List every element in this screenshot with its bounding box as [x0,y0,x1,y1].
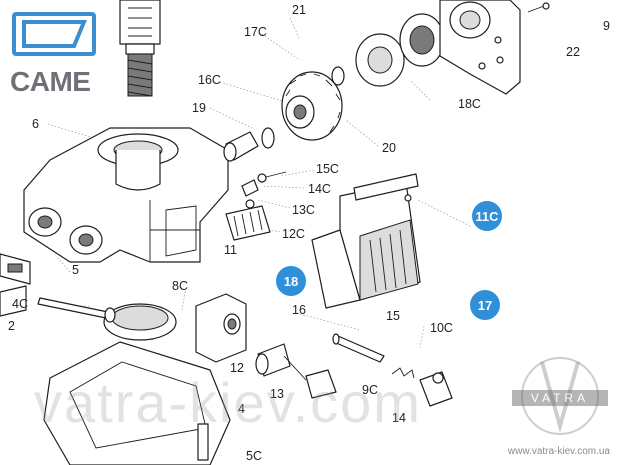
label-9: 9 [603,19,610,33]
label-5: 5 [72,263,79,277]
bushing [223,127,275,162]
label-16c: 16C [198,73,221,87]
label-19: 19 [192,101,206,115]
label-17c: 17C [244,25,267,39]
label-16: 16 [292,303,306,317]
watermark-text: vatra-kiev.com [34,371,422,434]
label-2: 2 [8,319,15,333]
label-13: 13 [270,387,284,401]
label-12: 12 [230,361,244,375]
bottom-cover [43,341,231,465]
vatra-brand: VATRA [512,390,608,406]
release-pin [332,333,385,363]
label-5c: 5C [246,449,262,463]
label-8c: 8C [172,279,188,293]
label-13c: 13C [292,203,315,217]
vatra-watermark-logo: VATRA [512,356,608,442]
adjust-screw [241,171,287,209]
label-11: 11 [224,243,237,257]
label-18c: 18C [458,97,481,111]
gasket [103,303,177,341]
release-cover [311,173,421,309]
terminal-block [225,205,271,241]
bearing-plate [355,0,550,95]
label-4: 4 [238,402,245,416]
label-9c: 9C [362,383,378,397]
label-14c: 14C [308,182,331,196]
label-22: 22 [566,45,580,59]
label-12c: 12C [282,227,305,241]
highlight-badge-18: 18 [276,266,306,296]
label-4c: 4C [12,297,28,311]
cam-block [195,293,247,363]
key-cylinder [255,343,337,399]
small-bracket [0,253,31,317]
brand-name: CAME [10,66,91,97]
brand-logo: CAME [8,4,100,97]
logo-mark-icon [12,12,96,56]
label-20: 20 [382,141,396,155]
spring-lever [391,367,453,407]
spring-shaft [119,0,161,97]
long-bolt [37,297,116,323]
gear-assembly [281,66,345,141]
label-15c: 15C [316,162,339,176]
label-21: 21 [292,3,306,17]
label-15: 15 [386,309,400,323]
main-housing [23,127,229,263]
highlight-badge-11c: 11C [472,201,502,231]
label-6: 6 [32,117,39,131]
label-10c: 10C [430,321,453,335]
watermark-url: www.vatra-kiev.com.ua [507,446,610,457]
label-14: 14 [392,411,406,425]
highlight-badge-17: 17 [470,290,500,320]
